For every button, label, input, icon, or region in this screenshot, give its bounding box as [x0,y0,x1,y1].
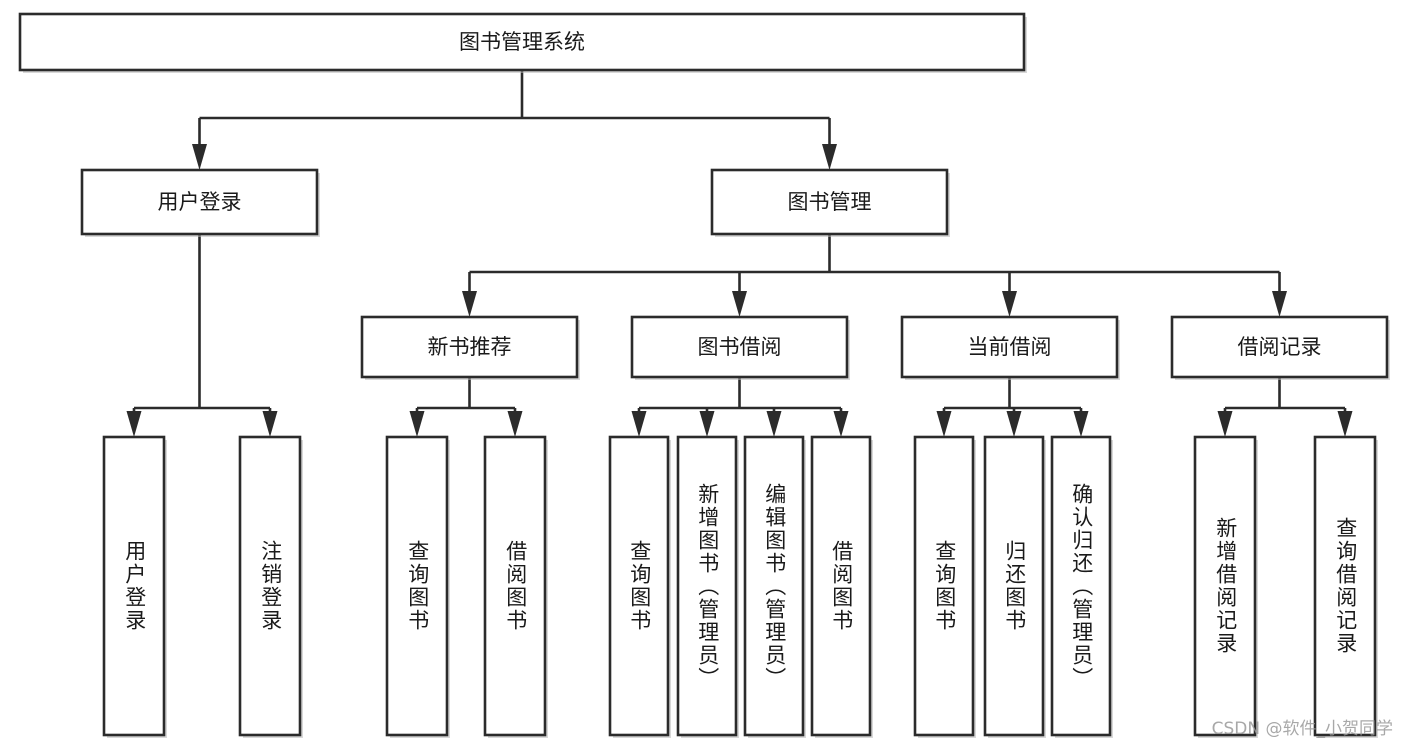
edge-arrowhead [1002,291,1017,317]
edges-layer [126,70,1353,437]
edge-arrowhead [262,411,278,437]
node-box[interactable] [608,435,670,737]
node-box[interactable] [360,315,579,379]
node-n-bmgmt[interactable]: 图书管理 [710,168,950,237]
node-l-bbook2[interactable] [810,435,873,738]
node-n-record[interactable]: 借阅记录 [1170,315,1390,380]
node-box[interactable] [18,12,1026,72]
node-l-qbook3[interactable] [913,435,976,738]
node-label: 当前借阅 [968,335,1052,359]
edge-arrowhead [1217,411,1233,437]
node-box[interactable] [913,435,975,737]
node-box[interactable] [80,168,319,236]
node-box[interactable] [676,435,738,737]
edge-arrowhead [1006,411,1022,437]
node-l-return[interactable] [983,435,1046,738]
edge-arrowhead [409,411,425,437]
edge-arrowhead [822,144,837,170]
node-box[interactable] [385,435,449,737]
csdn-watermark: CSDN @软件_小贺同学 [1211,719,1393,739]
node-box[interactable] [983,435,1045,737]
node-n-login[interactable]: 用户登录 [80,168,320,237]
node-label: 借阅记录 [1238,335,1322,359]
node-label: 图书管理 [788,190,872,214]
node-n-curbor[interactable]: 当前借阅 [900,315,1120,380]
node-box[interactable] [810,435,872,737]
edge-arrowhead [699,411,715,437]
node-l-userlogin[interactable] [102,435,167,738]
node-box[interactable] [1050,435,1112,737]
node-n-newrec[interactable]: 新书推荐 [360,315,580,380]
node-box[interactable] [743,435,805,737]
node-box[interactable] [238,435,302,737]
node-box[interactable] [102,435,166,737]
edge-arrowhead [126,411,142,437]
node-l-confirm[interactable] [1050,435,1113,738]
node-box[interactable] [710,168,949,236]
node-box[interactable] [1193,435,1257,737]
node-box[interactable] [1313,435,1377,737]
edge-arrowhead [507,411,523,437]
edge-arrowhead [1272,291,1287,317]
edge-arrowhead [1073,411,1089,437]
node-box[interactable] [1170,315,1389,379]
edge-arrowhead [631,411,647,437]
node-label: 图书借阅 [698,335,782,359]
node-box[interactable] [483,435,547,737]
node-label: 新书推荐 [428,335,512,359]
node-l-qbook1[interactable] [385,435,450,738]
node-label: 用户登录 [158,190,242,214]
node-label: 图书管理系统 [459,30,585,54]
node-n-borrow[interactable]: 图书借阅 [630,315,850,380]
edge-arrowhead [833,411,849,437]
edge-arrowhead [732,291,747,317]
node-l-bbook1[interactable] [483,435,548,738]
node-box[interactable] [630,315,849,379]
node-l-editbook[interactable] [743,435,806,738]
node-root[interactable]: 图书管理系统 [18,12,1027,73]
node-l-addbook[interactable] [676,435,739,738]
edge-arrowhead [1337,411,1353,437]
edge-arrowhead [936,411,952,437]
edge-arrowhead [192,144,207,170]
node-box[interactable] [900,315,1119,379]
node-l-logout[interactable] [238,435,303,738]
node-l-qbook2[interactable] [608,435,671,738]
node-l-addrec[interactable] [1193,435,1258,738]
edge-arrowhead [766,411,782,437]
edge-arrowhead [462,291,477,317]
node-l-qrec[interactable] [1313,435,1378,738]
